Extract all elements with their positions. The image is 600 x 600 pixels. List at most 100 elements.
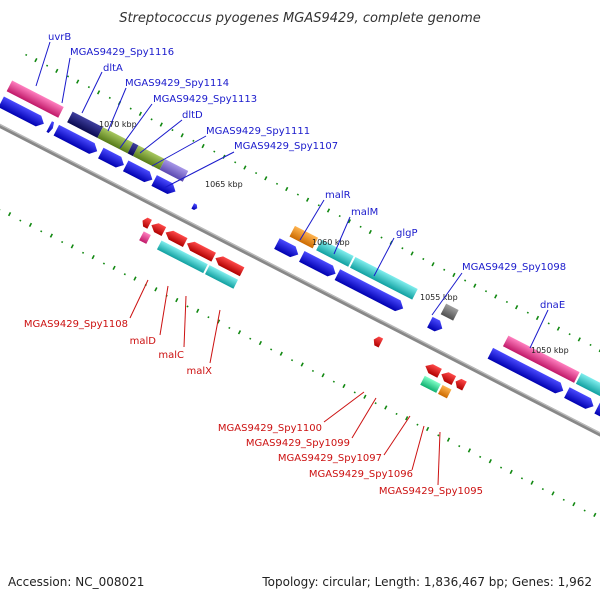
arrow-fwd <box>594 402 600 429</box>
tick-mark <box>34 57 38 63</box>
tick-mark <box>431 262 435 267</box>
tick-dot <box>332 380 335 383</box>
tick-dot <box>0 208 1 211</box>
tick-mark <box>572 502 576 507</box>
tick-dot <box>296 193 299 196</box>
cds-spy1097 <box>420 375 441 393</box>
tick-dot <box>484 290 488 293</box>
tick-mark <box>196 308 200 313</box>
arrow-fwd <box>98 147 124 168</box>
label-malX: malX <box>187 366 213 377</box>
kbp-label-1065: 1065 kbp <box>205 180 243 189</box>
label-spy1099: MGAS9429_Spy1099 <box>246 438 350 449</box>
tick-mark <box>133 276 137 281</box>
map-title: Streptococcus pyogenes MGAS9429, complet… <box>119 11 481 26</box>
label-malD: malD <box>130 336 157 347</box>
tick-mark <box>175 297 179 303</box>
tick-dot <box>338 214 341 218</box>
tick-dot <box>249 337 252 340</box>
tick-mark <box>28 222 33 228</box>
label-spy1096: MGAS9429_Spy1096 <box>309 469 413 480</box>
tick-dot <box>150 118 153 121</box>
cds-malC <box>204 265 239 289</box>
tick-mark <box>551 491 555 496</box>
tick-mark <box>49 233 54 238</box>
label-dltA: dltA <box>103 63 123 74</box>
label-glgP: glgP <box>396 228 418 239</box>
tick-mark <box>488 459 492 464</box>
label-malR: malR <box>325 190 351 201</box>
tick-dot <box>353 391 356 394</box>
label-spy1108: MGAS9429_Spy1108 <box>24 319 128 330</box>
topology-text: Topology: circular; Length: 1,836,467 bp… <box>261 575 592 589</box>
tick-dot <box>228 326 231 330</box>
tick-mark <box>556 326 561 331</box>
tick-mark <box>494 294 498 299</box>
arrow-fwd <box>151 175 176 195</box>
label-dltD: dltD <box>182 110 203 121</box>
tick-dot <box>275 182 279 185</box>
tick-mark <box>535 315 540 321</box>
tick-dot <box>401 247 404 250</box>
tick-dot <box>129 107 132 110</box>
tick-mark <box>473 283 477 288</box>
tick-mark <box>258 340 263 346</box>
reverse-labels <box>129 279 441 486</box>
tick-mark <box>112 265 116 270</box>
tick-dot <box>66 75 70 78</box>
tick-marks-inner <box>0 208 597 518</box>
arrow-fwd <box>299 251 336 277</box>
tick-mark <box>598 348 600 353</box>
tick-dot <box>443 268 446 271</box>
tick-dot <box>562 498 565 501</box>
tick-dot <box>311 369 315 373</box>
tick-dot <box>541 488 544 491</box>
arrow-fwd <box>274 238 299 258</box>
tick-dot <box>589 343 592 347</box>
label-spy1107: MGAS9429_Spy1107 <box>234 141 338 152</box>
tick-mark <box>91 254 95 260</box>
arrow-rev <box>165 230 188 247</box>
arrow-rev <box>151 223 167 237</box>
kbp-label-1055: 1055 kbp <box>420 293 458 302</box>
tick-mark <box>509 469 513 475</box>
cds-spy1116 <box>67 111 103 138</box>
tick-dot <box>87 86 90 89</box>
tick-dot <box>25 53 28 56</box>
arrow-fwd-small <box>191 203 198 210</box>
tick-dot <box>61 240 64 244</box>
feature-layer <box>0 80 600 429</box>
tick-mark <box>305 197 310 202</box>
tick-mark <box>530 480 534 485</box>
kbp-label-1050: 1050 kbp <box>531 346 569 355</box>
label-uvrB: uvrB <box>48 32 71 43</box>
tick-dot <box>416 423 419 426</box>
arrow-fwd <box>46 121 55 133</box>
genome-track <box>0 53 600 518</box>
label-spy1095: MGAS9429_Spy1095 <box>379 486 483 497</box>
tick-mark <box>446 437 451 442</box>
label-spy1098: MGAS9429_Spy1098 <box>462 262 566 273</box>
tick-mark <box>201 143 205 149</box>
tick-mark <box>577 337 581 342</box>
tick-mark <box>321 373 325 378</box>
tick-mark <box>452 272 456 278</box>
tick-dot <box>102 262 106 265</box>
cds-malD <box>156 240 208 274</box>
tick-dot <box>255 171 258 175</box>
label-malM: malM <box>351 207 378 218</box>
label-dnaE: dnaE <box>540 300 565 311</box>
arrow-rev <box>215 256 245 277</box>
tick-dot <box>437 434 440 437</box>
cds-malR <box>289 225 319 249</box>
tick-mark <box>384 405 388 410</box>
forward-labels <box>35 41 549 349</box>
label-spy1100: MGAS9429_Spy1100 <box>218 423 322 434</box>
tick-dot <box>374 402 377 405</box>
tick-dot <box>583 509 586 512</box>
tick-mark <box>410 251 414 256</box>
tick-dot <box>505 300 508 304</box>
label-malC: malC <box>158 350 184 361</box>
tick-mark <box>96 90 101 95</box>
tick-dot <box>422 257 425 261</box>
